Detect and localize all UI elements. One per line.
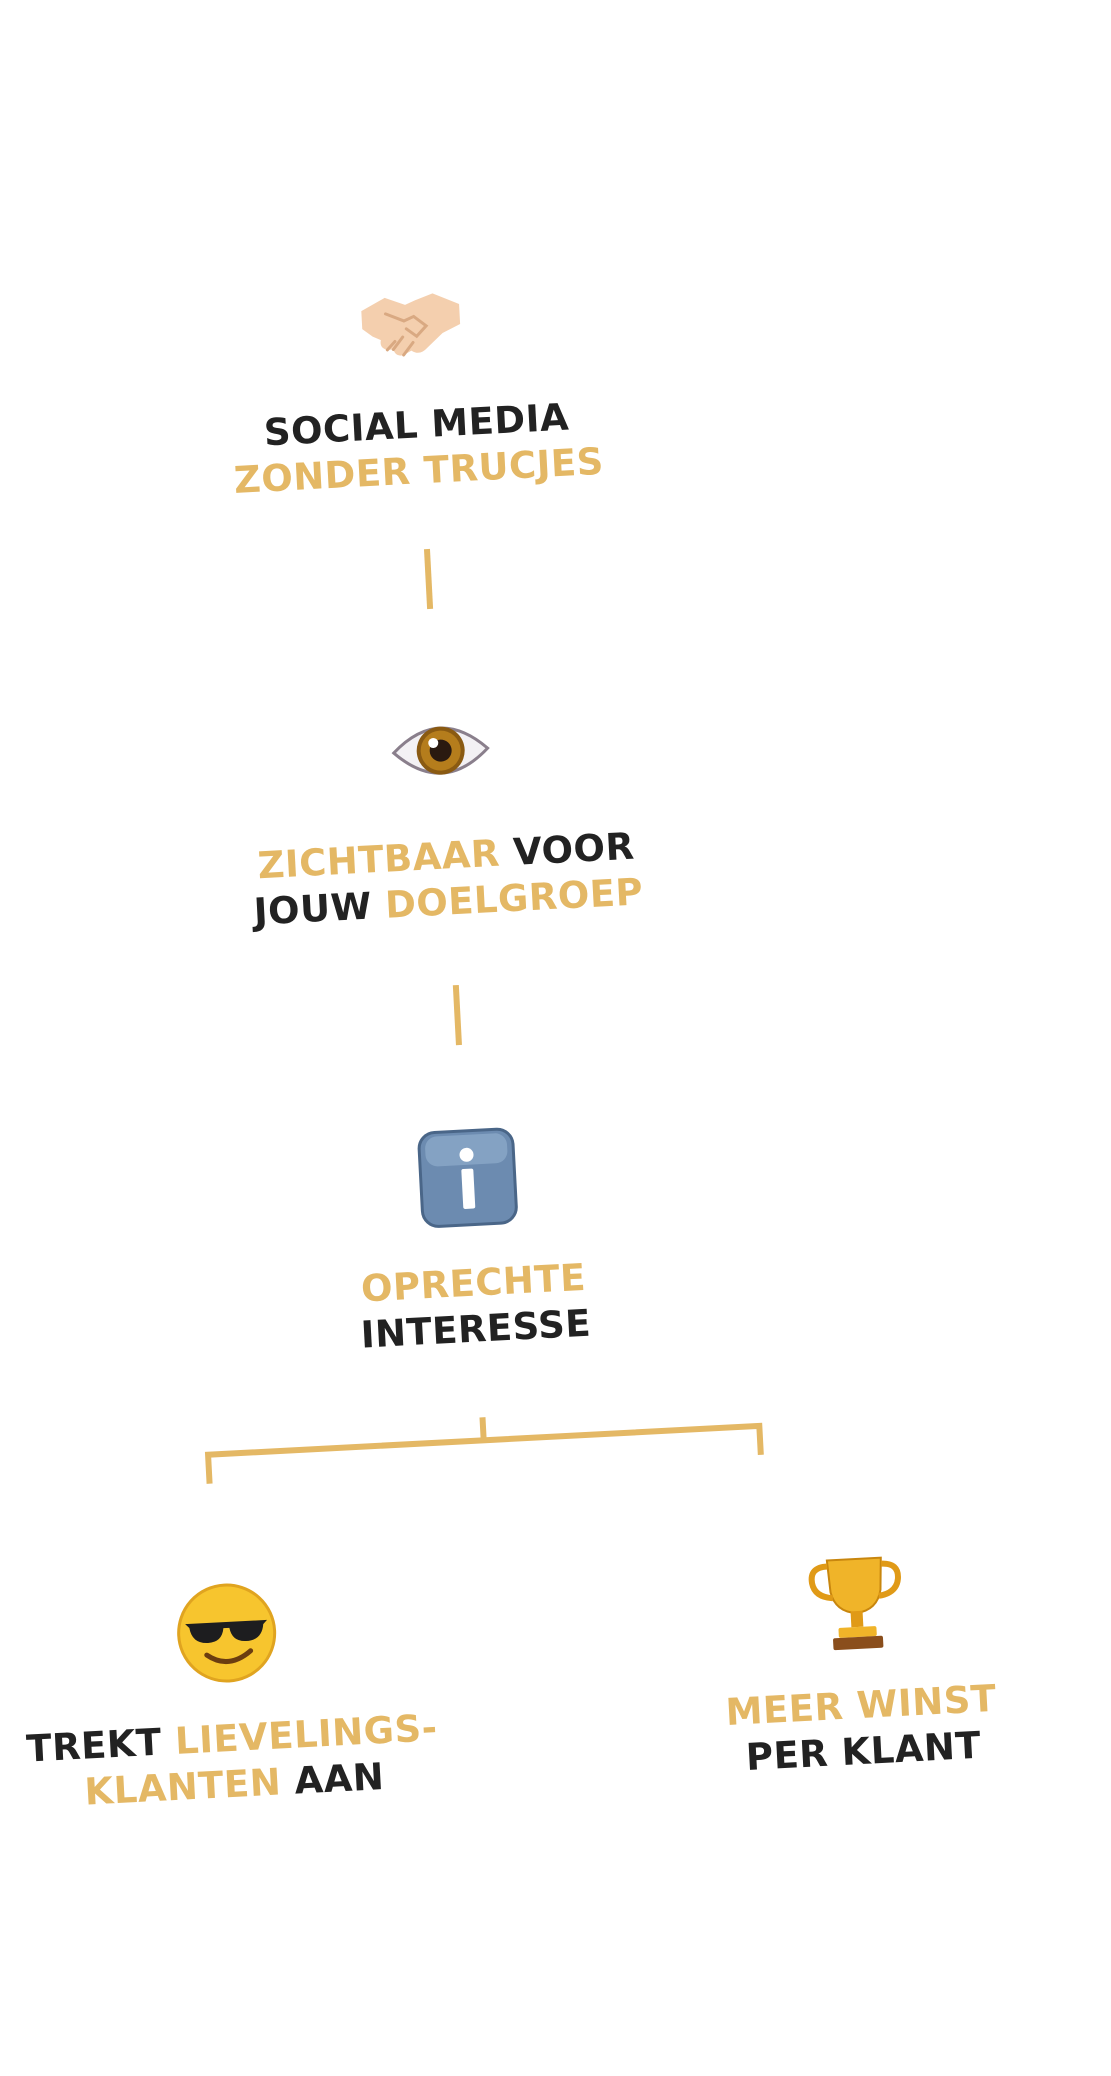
node-clients: TREKT LIEVELINGS- KLANTEN AAN <box>18 1567 441 1818</box>
clients-line1-dark: TREKT <box>25 1720 163 1771</box>
node-interest: OPRECHTE INTERESSE <box>350 1117 592 1359</box>
node-visible: ZICHTBAAR VOOR JOUW DOELGROEP <box>243 685 644 935</box>
connector-branch <box>204 1417 764 1484</box>
interest-line2: INTERESSE <box>359 1301 593 1357</box>
node-profit: MEER WINST PER KLANT <box>717 1538 1000 1782</box>
info-icon <box>417 1127 519 1228</box>
node-social-media: SOCIAL MEDIA ZONDER TRUCJES <box>223 255 605 504</box>
sunglasses-face-icon <box>176 1583 276 1683</box>
visible-line1-dark: VOOR <box>512 824 636 874</box>
eye-icon <box>391 726 490 775</box>
clients-line2-dark: AAN <box>293 1755 386 1803</box>
connector-visible-interest <box>452 984 462 1046</box>
connector-social-visible <box>423 548 434 610</box>
clients-line2-gold: KLANTEN <box>83 1760 283 1814</box>
handshake-icon <box>361 293 461 357</box>
trophy-icon <box>808 1556 901 1651</box>
visible-line2-dark: JOUW <box>252 884 373 934</box>
